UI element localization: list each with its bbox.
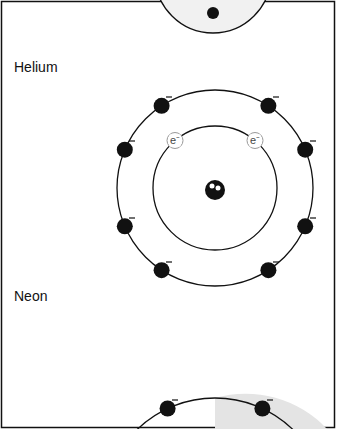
outer-orbit [117,90,313,286]
electron-label: e⁻ [249,134,261,146]
charge-marks [172,399,273,400]
nucleus [205,180,225,200]
atom-name: Neon [14,289,47,304]
inner-electrons [167,133,263,149]
helium-shell [155,0,271,33]
outer-electrons [117,98,313,278]
next-electrons [160,401,271,417]
helium-nucleus [207,7,219,19]
next-shell [103,398,327,429]
inner-orbit [153,126,277,250]
frame [2,2,335,428]
electron-label: e⁻ [169,134,181,146]
atom-name: Helium [14,60,58,75]
charge-marks [129,97,316,262]
